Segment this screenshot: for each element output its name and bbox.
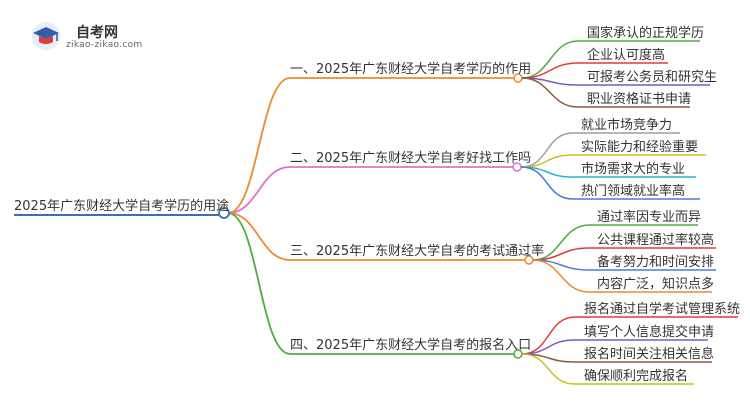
branch-4-leaf-4-connector	[521, 353, 576, 385]
branch-2-leaf-4: 热门领域就业率高	[581, 184, 686, 199]
branch-1-leaf-2: 企业认可度高	[587, 48, 666, 63]
branch-1-connector	[227, 77, 291, 214]
branch-1-leaf-3: 可报考公务员和研究生	[587, 70, 718, 85]
branch-2-connector	[227, 166, 291, 214]
branch-3-leaf-3: 备考努力和时间安排	[597, 255, 715, 270]
branch-4-connector	[227, 212, 291, 355]
branch-2-leaf-1: 就业市场竞争力	[581, 118, 673, 133]
branch-3-leaf-1: 通过率因专业而异	[597, 210, 702, 225]
branch-3-leaf-4-connector	[532, 259, 590, 293]
branch-3-leaf-4: 内容广泛，知识点多	[597, 277, 715, 292]
branch-4-leaf-2: 填写个人信息提交申请	[584, 325, 715, 340]
branch-3-connector	[227, 212, 291, 261]
branch-1-leaf-1: 国家承认的正规学历	[587, 26, 705, 41]
branch-4-leaf-4: 确保顺利完成报名	[584, 369, 689, 384]
site-logo: 自考网 zikao-zikao.com	[30, 18, 150, 54]
graduation-cap-icon	[32, 22, 60, 50]
branch-2-leaf-3: 市场需求大的专业	[581, 162, 686, 177]
branch-1-leaf-4: 职业资格证书申请	[587, 92, 692, 107]
branch-4-leaf-1: 报名通过自学考试管理系统	[584, 302, 741, 317]
branch-4-label: 四、2025年广东财经大学自考的报名入口	[290, 338, 532, 353]
branch-1-label: 一、2025年广东财经大学自考学历的作用	[290, 62, 532, 77]
branch-2-leaf-2: 实际能力和经验重要	[581, 140, 699, 155]
logo-name: 自考网	[76, 25, 118, 41]
branch-2-leaf-4-connector	[520, 166, 574, 200]
branch-4-leaf-3: 报名时间关注相关信息	[584, 347, 715, 362]
branch-1-leaf-4-connector	[521, 77, 579, 108]
root-node	[218, 207, 230, 219]
logo-domain: zikao-zikao.com	[66, 40, 143, 50]
mindmap-root: 2025年广东财经大学自考学历的用途	[14, 199, 230, 214]
branch-3-label: 三、2025年广东财经大学自考的考试通过率	[290, 244, 545, 259]
branch-2-label: 二、2025年广东财经大学自考好找工作吗	[290, 151, 532, 166]
branch-3-leaf-2: 公共课程通过率较高	[597, 233, 715, 248]
